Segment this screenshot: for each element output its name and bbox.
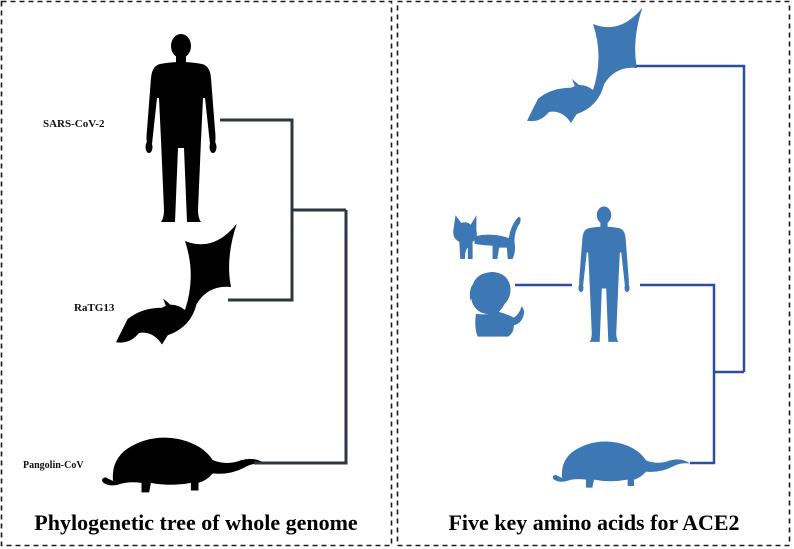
right-cat-silhouette [453,215,521,259]
right-dog-silhouette [469,272,525,337]
left-bat-silhouette [116,223,237,345]
right-bat-silhouette [527,7,643,123]
left-phylogenetic-tree [220,118,348,465]
left-panel-frame [0,0,393,547]
taxon-label-ratg13: RaTG13 [74,302,115,314]
left-panel-caption: Phylogenetic tree of whole genome [34,510,358,535]
right-human-silhouette [578,206,630,342]
taxon-label-pangolin-cov: Pangolin-CoV [23,460,84,471]
taxon-label-sars-cov-2: SARS-CoV-2 [43,118,105,130]
left-pangolin-silhouette [101,437,266,493]
right-panel-caption: Five key amino acids for ACE2 [448,510,739,535]
right-pangolin-silhouette [552,441,690,488]
left-human-silhouette [145,34,217,222]
right-amino-acid-tree [515,64,746,465]
